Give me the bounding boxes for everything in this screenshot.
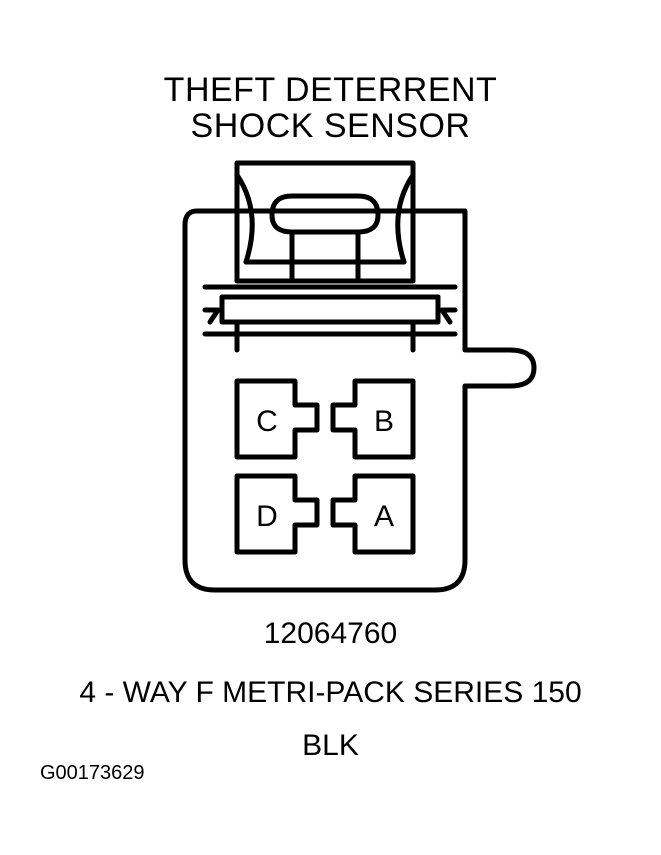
connector-body bbox=[182, 208, 537, 593]
title-line-2: SHOCK SENSOR bbox=[190, 107, 471, 145]
figure-code: G00173629 bbox=[40, 762, 145, 784]
connector-color: BLK bbox=[302, 729, 359, 762]
pin-label-b: B bbox=[374, 405, 394, 438]
cavity-c bbox=[234, 378, 320, 460]
cavity-b bbox=[330, 378, 416, 460]
part-number: 12064760 bbox=[263, 617, 398, 650]
pin-label-a: A bbox=[374, 500, 394, 533]
lock-rail bbox=[202, 284, 458, 353]
cavity-d bbox=[234, 473, 320, 555]
pin-label-d: D bbox=[256, 500, 278, 533]
cavity-a bbox=[330, 473, 416, 555]
title-line-1: THEFT DETERRENT bbox=[163, 71, 498, 109]
pin-label-c: C bbox=[256, 405, 278, 438]
latch bbox=[234, 160, 416, 284]
connector-description: 4 - WAY F METRI-PACK SERIES 150 bbox=[79, 676, 582, 709]
